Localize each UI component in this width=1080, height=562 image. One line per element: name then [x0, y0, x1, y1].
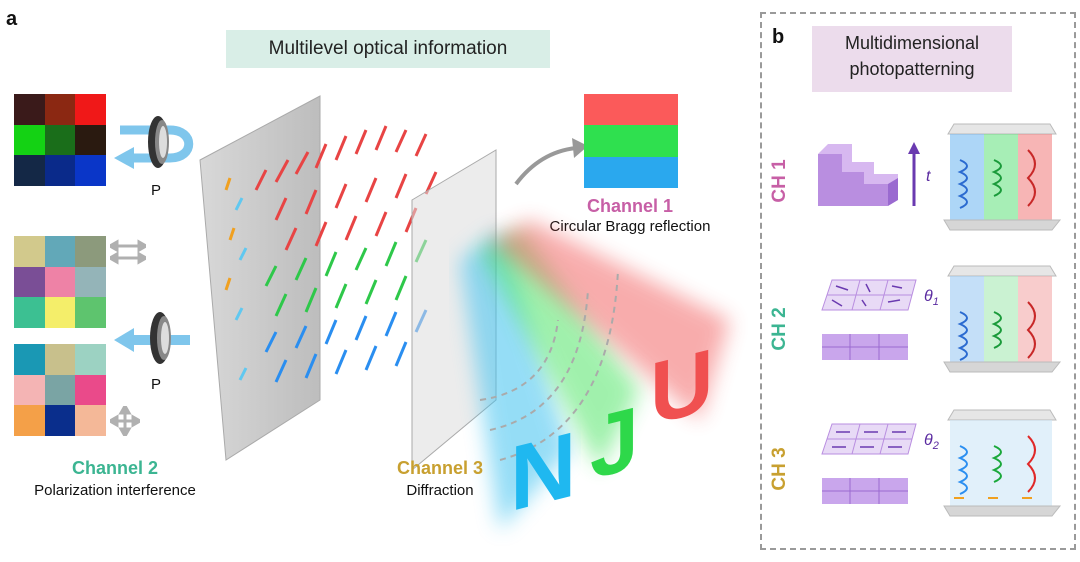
- grid-cell: [44, 124, 76, 156]
- ch3-theta-sub: 2: [932, 440, 939, 453]
- grid-cell: [14, 344, 45, 375]
- orange-edge-molecules: [224, 177, 236, 291]
- panel-b-letter: b: [772, 26, 785, 48]
- grid-cell: [44, 297, 76, 328]
- green-helix-layer: [264, 239, 428, 317]
- grid-cell: [75, 374, 106, 406]
- panel-a-title: Multilevel optical information: [226, 30, 550, 68]
- panel-b-title-line1: Multidimensional: [844, 33, 980, 53]
- grid-cell: [14, 236, 45, 267]
- channel1-title: Channel 1: [586, 196, 674, 216]
- cyan-edge-molecules: [234, 197, 248, 381]
- ch3-theta: θ: [924, 432, 933, 449]
- liquid-crystal-structure-illustration: [199, 95, 497, 470]
- color-grid-middle: [14, 236, 106, 328]
- color-grid-bottom: [14, 344, 106, 436]
- grid-cell: [14, 374, 45, 406]
- letter-u: U: [650, 329, 714, 444]
- ch2-theta: θ: [924, 288, 933, 305]
- grid-cell: [14, 155, 45, 186]
- color-grid-top: [14, 94, 106, 186]
- polarizer-bottom-illustration: [114, 312, 190, 364]
- channel3-subtitle: Diffraction: [406, 482, 474, 499]
- channel2-subtitle: Polarization interference: [34, 482, 196, 499]
- grid-cell: [44, 236, 76, 267]
- grid-cell: [44, 374, 76, 406]
- polarizer-bottom-label: P: [151, 376, 162, 393]
- channel3-title: Channel 3: [396, 458, 484, 478]
- grid-cell: [75, 124, 106, 156]
- double-arrow-icon: [110, 239, 146, 265]
- ch1-cell-stack: [943, 123, 1062, 231]
- ch2-label: CH 2: [769, 307, 790, 351]
- ch2-alignment-pattern: [821, 279, 917, 360]
- thickness-arrow-icon: [908, 142, 920, 206]
- grid-cell: [14, 124, 45, 156]
- grid-cell: [44, 266, 76, 298]
- stripe-green: [584, 125, 678, 157]
- grid-cell: [75, 94, 106, 125]
- red-helix-layer: [254, 125, 438, 251]
- ch3-alignment-pattern: [821, 423, 917, 504]
- ch2-theta-sub: 1: [932, 296, 939, 309]
- grid-cell: [75, 236, 106, 267]
- grid-cell: [44, 155, 76, 186]
- grid-cell: [44, 94, 76, 125]
- letter-j: J: [590, 386, 639, 499]
- channel1-subtitle: Circular Bragg reflection: [549, 218, 711, 235]
- grid-cell: [14, 405, 45, 436]
- grid-cell: [44, 405, 76, 436]
- polarizer-top-illustration: [114, 116, 194, 169]
- output-color-stripes: [584, 94, 678, 188]
- diffraction-beams-illustration: [460, 220, 730, 530]
- panel-a-letter: a: [6, 8, 18, 30]
- stripe-red: [584, 94, 678, 126]
- grid-cell: [14, 266, 45, 298]
- grid-cell: [44, 344, 76, 375]
- grid-cell: [75, 344, 106, 375]
- grid-cell: [14, 297, 45, 328]
- panel-b-title: Multidimensional photopatterning: [812, 26, 1012, 92]
- ch3-label: CH 3: [769, 447, 790, 491]
- grid-cell: [75, 266, 106, 298]
- diffraction-wavefront-arcs: [479, 269, 619, 461]
- polarizer-top-label: P: [151, 182, 162, 199]
- ch2-cell-stack: [943, 265, 1062, 373]
- crossed-arrows-icon: [110, 406, 140, 436]
- ch1-label: CH 1: [769, 159, 790, 203]
- panel-b-title-line2: photopatterning: [849, 59, 975, 79]
- grid-cell: [75, 155, 106, 186]
- grid-cell: [75, 405, 106, 436]
- ch3-cell-stack: [943, 409, 1062, 517]
- staircase-thickness-icon: [818, 144, 898, 206]
- ch2-theta-symbol: θ1: [924, 288, 939, 308]
- panel-b-frame: [760, 12, 1076, 550]
- reflection-arrow-icon: [514, 138, 588, 186]
- stripe-blue: [584, 156, 678, 188]
- channel2-title: Channel 2: [71, 458, 159, 478]
- back-glass-plate: [199, 95, 321, 461]
- ch3-theta-symbol: θ2: [924, 432, 939, 452]
- grid-cell: [75, 297, 106, 328]
- ch1-symbol: t: [926, 168, 931, 185]
- grid-cell: [14, 94, 45, 125]
- circular-arrow-icon: [120, 125, 194, 163]
